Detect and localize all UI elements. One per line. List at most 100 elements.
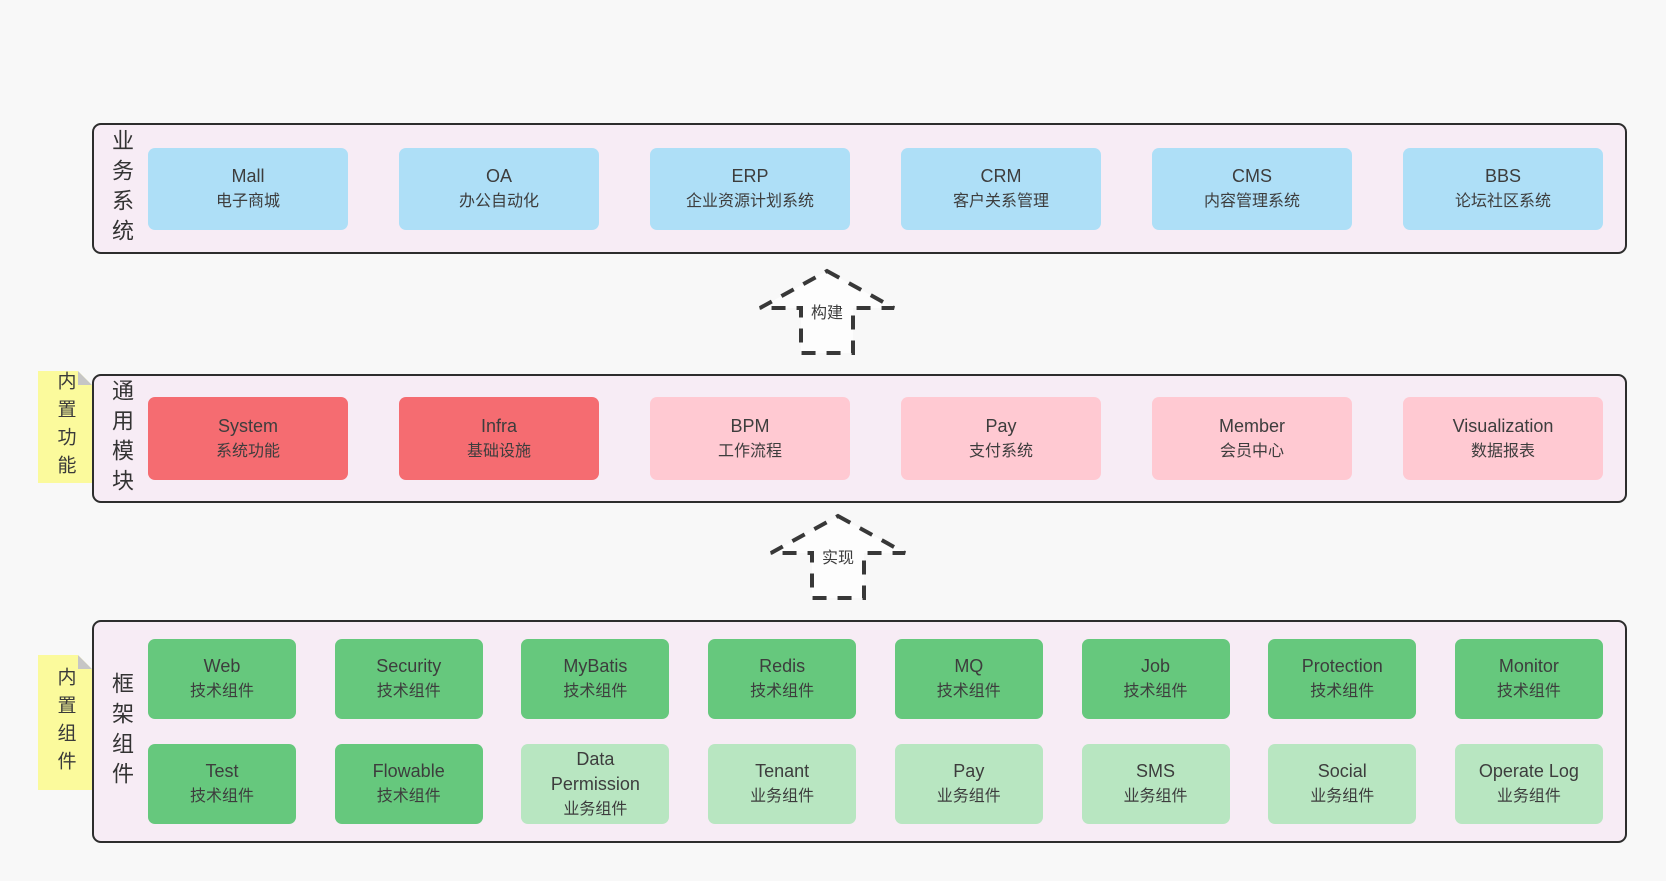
sticky-note-builtin-components: 内置组件 (38, 655, 92, 790)
box-subtitle: 电子商城 (215, 192, 280, 210)
box-subtitle: 支付系统 (968, 442, 1033, 460)
box-title: Tenant (755, 761, 810, 781)
box-subtitle: 技术组件 (1496, 683, 1561, 700)
box-oa: OA 办公自动化 (399, 147, 599, 230)
box-sms: SMS 业务组件 (1081, 744, 1230, 824)
box-title: Visualization (1452, 415, 1554, 436)
box-title: Social (1317, 761, 1367, 781)
box-subtitle: 业务组件 (1310, 788, 1375, 805)
box-title: Mall (231, 165, 265, 186)
box-title: Security (376, 656, 442, 676)
box-crm: CRM 客户关系管理 (901, 147, 1101, 230)
box-system: System 系统功能 (148, 397, 348, 480)
box-operate-log: Operate Log 业务组件 (1454, 744, 1603, 824)
box-subtitle: 内容管理系统 (1203, 192, 1300, 210)
components-row-2: Test 技术组件 Flowable 技术组件 Data Permission … (148, 744, 1603, 824)
box-visualization: Visualization 数据报表 (1403, 397, 1603, 480)
box-pay-module: Pay 支付系统 (901, 397, 1101, 480)
box-title: CMS (1232, 165, 1272, 186)
box-erp: ERP 企业资源计划系统 (650, 147, 850, 230)
note-text: 内置组件 (54, 666, 76, 779)
box-mall: Mall 电子商城 (148, 147, 348, 230)
layer-modules-label: 通用模块 (109, 378, 134, 499)
box-title: Pay (953, 761, 985, 781)
box-title: MQ (954, 656, 984, 676)
box-title: Protection (1301, 656, 1383, 676)
box-subtitle: 技术组件 (1123, 683, 1188, 700)
box-subtitle: 技术组件 (189, 683, 254, 700)
box-subtitle: 技术组件 (189, 788, 254, 805)
modules-boxes-row: System 系统功能 Infra 基础设施 BPM 工作流程 Pay 支付系统… (148, 376, 1625, 501)
box-bbs: BBS 论坛社区系统 (1403, 147, 1603, 230)
box-job: Job 技术组件 (1081, 639, 1230, 719)
arrow-implement-label: 实现 (819, 544, 857, 568)
box-mq: MQ 技术组件 (894, 639, 1043, 719)
box-web: Web 技术组件 (148, 639, 296, 719)
box-title: Monitor (1498, 656, 1559, 676)
box-tenant: Tenant 业务组件 (708, 744, 857, 824)
box-subtitle: 企业资源计划系统 (685, 192, 814, 210)
box-protection: Protection 技术组件 (1268, 639, 1417, 719)
box-title: Pay (985, 415, 1017, 436)
folded-corner-icon (78, 655, 92, 669)
box-title: Job (1141, 656, 1171, 676)
box-subtitle: 技术组件 (750, 683, 815, 700)
sticky-note-builtin-features: 内置功能 (38, 371, 92, 483)
box-subtitle: 技术组件 (936, 683, 1001, 700)
box-cms: CMS 内容管理系统 (1152, 147, 1352, 230)
box-security: Security 技术组件 (334, 639, 483, 719)
box-subtitle: 系统功能 (215, 442, 280, 460)
layer-framework-components: 框架组件 Web 技术组件 Security 技术组件 MyBatis 技术组件… (92, 620, 1627, 843)
box-infra: Infra 基础设施 (399, 397, 599, 480)
layer-common-modules: 通用模块 System 系统功能 Infra 基础设施 BPM 工作流程 Pay… (92, 374, 1627, 503)
box-subtitle: 业务组件 (1123, 788, 1188, 805)
box-subtitle: 技术组件 (376, 788, 441, 805)
box-subtitle: 论坛社区系统 (1454, 192, 1551, 210)
box-subtitle: 业务组件 (936, 788, 1001, 805)
box-title: SMS (1136, 761, 1176, 781)
note-text: 内置功能 (54, 371, 76, 483)
components-rows: Web 技术组件 Security 技术组件 MyBatis 技术组件 Redi… (148, 622, 1625, 841)
box-subtitle: 客户关系管理 (952, 192, 1049, 210)
box-title: MyBatis (563, 656, 628, 676)
arrow-build-label: 构建 (808, 299, 846, 323)
layer-business-label: 业务系统 (109, 128, 134, 249)
box-subtitle: 办公自动化 (458, 192, 539, 210)
box-test: Test 技术组件 (148, 744, 296, 824)
box-subtitle: 工作流程 (717, 442, 782, 460)
box-bpm: BPM 工作流程 (650, 397, 850, 480)
box-title: Operate Log (1478, 761, 1579, 781)
box-member: Member 会员中心 (1152, 397, 1352, 480)
layer-components-label: 框架组件 (109, 671, 134, 792)
box-title: Infra (480, 415, 518, 436)
box-title: System (217, 415, 278, 436)
box-title: ERP (731, 165, 769, 186)
box-subtitle: 业务组件 (750, 788, 815, 805)
layer-business-systems: 业务系统 Mall 电子商城 OA 办公自动化 ERP 企业资源计划系统 CRM… (92, 123, 1627, 254)
box-mybatis: MyBatis 技术组件 (521, 639, 670, 719)
box-title: OA (485, 165, 512, 186)
box-subtitle: 业务组件 (1496, 788, 1561, 805)
box-title: Member (1218, 415, 1285, 436)
business-boxes-row: Mall 电子商城 OA 办公自动化 ERP 企业资源计划系统 CRM 客户关系… (148, 125, 1625, 252)
box-title: Flowable (372, 761, 445, 781)
box-title: BBS (1484, 165, 1522, 186)
box-title: Test (205, 761, 239, 781)
box-title: CRM (980, 165, 1022, 186)
box-subtitle: 会员中心 (1219, 442, 1284, 460)
box-title: BPM (730, 415, 770, 436)
box-pay-component: Pay 业务组件 (894, 744, 1043, 824)
box-redis: Redis 技术组件 (708, 639, 857, 719)
folded-corner-icon (78, 371, 92, 385)
box-subtitle: 技术组件 (1310, 683, 1375, 700)
components-row-1: Web 技术组件 Security 技术组件 MyBatis 技术组件 Redi… (148, 639, 1603, 719)
box-flowable: Flowable 技术组件 (334, 744, 483, 824)
box-social: Social 业务组件 (1268, 744, 1417, 824)
box-monitor: Monitor 技术组件 (1454, 639, 1603, 719)
arrow-implement: 实现 (768, 513, 908, 601)
box-data-permission: Data Permission 业务组件 (521, 744, 670, 824)
box-subtitle: 业务组件 (563, 800, 628, 818)
box-subtitle: 数据报表 (1470, 442, 1535, 460)
box-subtitle: 技术组件 (376, 683, 441, 700)
